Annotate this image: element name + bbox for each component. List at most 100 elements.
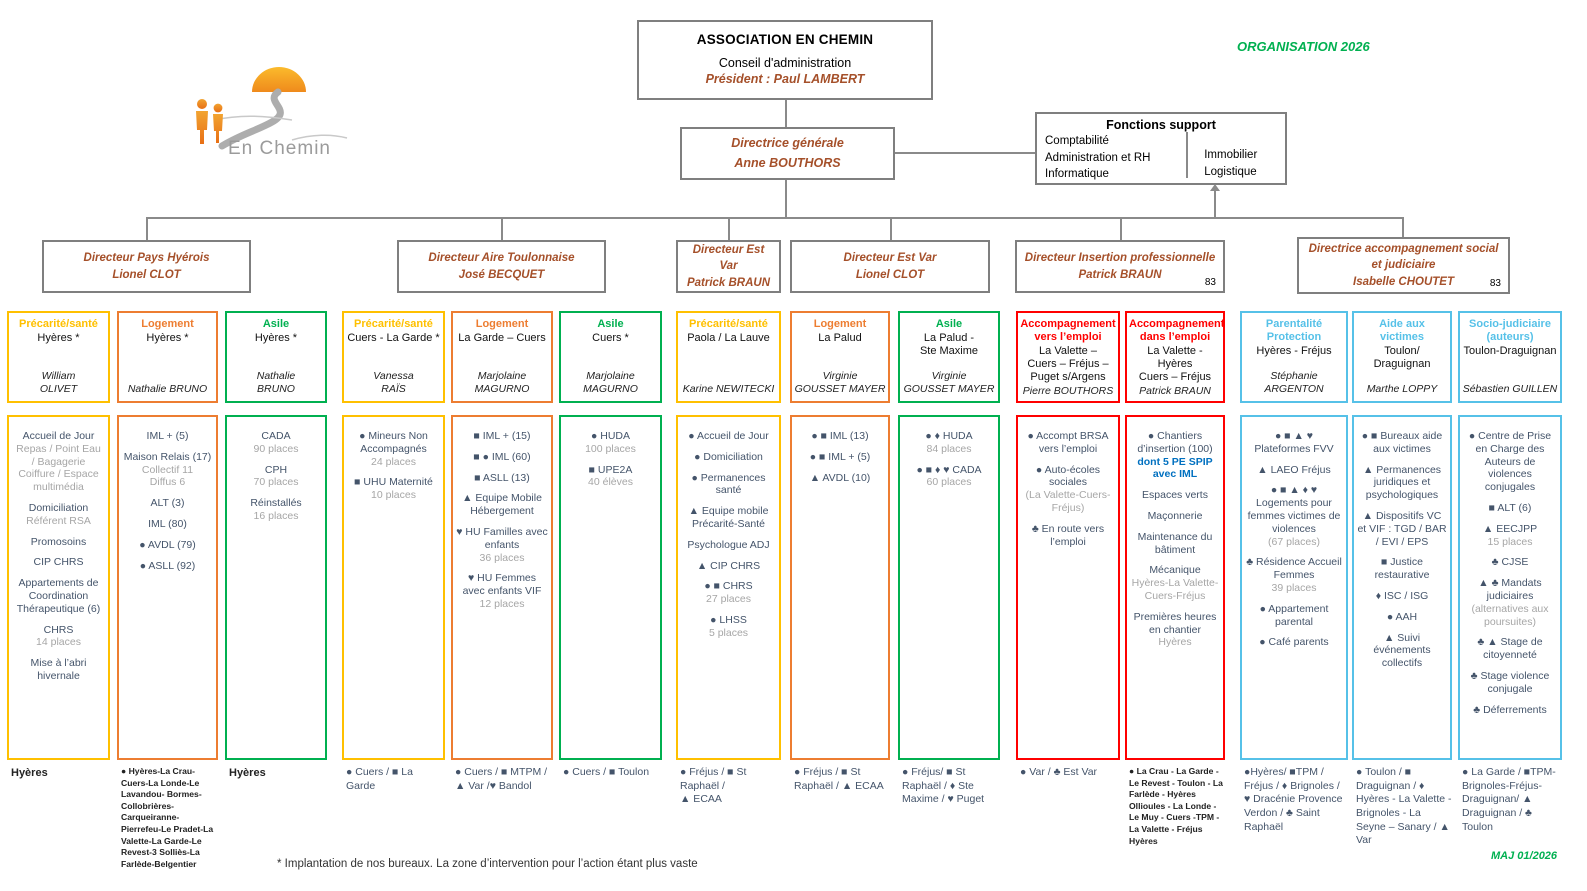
column-location: Hyères *: [254, 331, 298, 344]
service-detail: 24 places: [371, 455, 416, 468]
sun-icon: [252, 67, 306, 92]
service-detail: Collectif 11 Diffus 6: [141, 463, 194, 489]
column-location: La Palud - Ste Maxime: [919, 331, 979, 358]
service-label: Maison Relais (17): [123, 450, 212, 463]
service-label: ■ UPE2A: [588, 463, 633, 476]
service-label: ♣ ▲ Stage de citoyenneté: [1477, 636, 1543, 662]
service-item: ● ■ ▲ ♥ Plateformes FVV: [1245, 430, 1343, 456]
director-title: Directrice accompagnement social et judi…: [1308, 243, 1499, 272]
service-item: Espaces verts: [1130, 489, 1220, 502]
service-item: ■ ASLL (13): [456, 472, 548, 485]
general-director-name: Anne BOUTHORS: [734, 155, 841, 170]
column-category: Socio-judiciaire (auteurs): [1469, 318, 1551, 343]
service-label: ● Mineurs Non Accompagnés: [359, 430, 428, 455]
service-label: ● Chantiers d’insertion (100): [1137, 430, 1213, 455]
director-title: Directeur Est Var: [843, 252, 937, 265]
service-item: CIP CHRS: [12, 556, 105, 569]
service-label: ♣ Déferrements: [1473, 703, 1547, 716]
service-item: ▲ LAEO Fréjus: [1245, 464, 1343, 477]
service-detail: 16 places: [253, 509, 299, 522]
support-title: Fonctions support: [1106, 118, 1216, 132]
column-body: ● ■ Bureaux aide aux victimes▲ Permanenc…: [1352, 415, 1452, 760]
column-body: ● Centre de Prise en Charge des Auteurs …: [1458, 415, 1562, 760]
organisation-label: ORGANISATION 2026: [1237, 39, 1370, 54]
service-label: Accueil de Jour: [22, 430, 95, 442]
column-category: Asile: [935, 318, 963, 330]
column-location: Hyères - Fréjus: [1256, 344, 1332, 357]
service-label: ■ ALT (6): [1488, 501, 1532, 514]
service-label: ● LHSS: [710, 613, 747, 626]
service-item: ♦ ISC / ISG: [1357, 590, 1447, 603]
column-manager-name: Marthe LOPPY: [1366, 383, 1438, 396]
column-manager-name: Marjolaine MAGURNO: [583, 370, 638, 396]
service-item: ▲ ♣ Mandats judiciaires(alternatives aux…: [1463, 577, 1557, 628]
director-name: Isabelle CHOUTET: [1353, 275, 1454, 288]
service-item: ▲ Permanences juridiques et psychologiqu…: [1357, 464, 1447, 502]
column-footer-locations: ● Toulon / ■ Draguignan / ♦ Hyères - La …: [1356, 766, 1452, 847]
service-item: Appartements de Coordination Thérapeutiq…: [12, 577, 105, 615]
column-location: Cuers - La Garde *: [347, 331, 440, 344]
column-body: ● ■ IML (13)● ■ IML + (5)▲ AVDL (10): [790, 415, 890, 760]
service-label: Mise à l’abri hivernale: [30, 657, 87, 682]
column-footer-locations: ● Fréjus / ■ St Raphaël / ▲ ECAA: [680, 766, 747, 806]
connector-line: [728, 218, 730, 240]
service-item: ● ■ ▲ ♦ ♥ Logements pour femmes victimes…: [1245, 484, 1343, 548]
column-footer-locations: ● La Garde / ■TPM-Brignoles-Fréjus-Dragu…: [1462, 766, 1556, 833]
service-label: ▲ Dispositifs VC et VIF : TGD / BAR / EV…: [1357, 509, 1447, 548]
service-detail: (La Valette-Cuers-Fréjus): [1025, 489, 1111, 514]
service-detail: 5 places: [708, 626, 749, 639]
service-label: ● Permanences santé: [691, 471, 766, 497]
column-footer-locations: ● Cuers / ■ MTPM / ▲ Var /♥ Bandol: [455, 766, 548, 792]
service-label: Appartements de Coordination Thérapeutiq…: [16, 577, 101, 615]
service-item: ▲ CIP CHRS: [681, 560, 776, 573]
director-box: Directrice accompagnement social et judi…: [1297, 237, 1510, 294]
service-item: ♣ En route vers l’emploi: [1021, 523, 1115, 549]
service-label: ● ■ ♦ ♥ CADA: [916, 463, 982, 476]
column-category: Accompagnement dans l’emploi: [1129, 318, 1225, 343]
director-name: Patrick BRAUN: [686, 276, 771, 289]
column-footer-locations: ● Cuers / ■ Toulon: [563, 766, 650, 778]
service-detail: 70 places: [253, 476, 299, 489]
service-label: ■ Justice restaurative: [1374, 556, 1430, 582]
service-item: ● ■ IML (13): [795, 430, 885, 443]
service-label: ♣ CJSE: [1491, 556, 1529, 569]
column-footer-locations: ● Fréjus/ ■ St Raphaël / ♦ Ste Maxime / …: [902, 766, 985, 806]
service-item: ▲ Equipe Mobile Hébergement: [456, 492, 548, 518]
service-label: ♣ Résidence Accueil Femmes: [1246, 556, 1342, 582]
service-item: ● Appartement parental: [1245, 603, 1343, 629]
column-category: Asile: [597, 318, 624, 330]
service-item: ▲ Suivi événements collectifs: [1357, 632, 1447, 670]
service-label: ● ASLL (92): [139, 559, 196, 572]
director-title: Directeur Aire Toulonnaise: [428, 252, 575, 265]
service-label: ● AAH: [1386, 610, 1418, 623]
service-note-blue: dont 5 PE SPIP avec IML: [1137, 455, 1213, 481]
connector-line: [1214, 190, 1216, 218]
general-director-role: Directrice générale: [731, 136, 844, 151]
service-label: ALT (3): [150, 497, 185, 510]
support-functions-box: Fonctions support Comptabilité Administr…: [1035, 112, 1287, 185]
director-name: Lionel CLOT: [112, 268, 181, 281]
service-label: ■ IML + (15): [473, 430, 531, 442]
service-detail: 100 places: [585, 442, 636, 455]
column-footer-locations: ● Fréjus / ■ St Raphaël / ▲ ECAA: [794, 766, 884, 792]
column-body: ● Chantiers d’insertion (100)dont 5 PE S…: [1125, 415, 1225, 760]
column-manager-name: Patrick BRAUN: [1139, 384, 1211, 397]
director-title: Directeur Est Var: [692, 244, 765, 273]
service-item: ♣ ▲ Stage de citoyenneté: [1463, 636, 1557, 662]
service-item: ● Auto-écoles sociales(La Valette-Cuers-…: [1021, 464, 1115, 515]
service-item: ■ Justice restaurative: [1357, 556, 1447, 582]
service-label: IML + (5): [146, 430, 189, 442]
column-category: Aide aux victimes: [1379, 318, 1425, 343]
